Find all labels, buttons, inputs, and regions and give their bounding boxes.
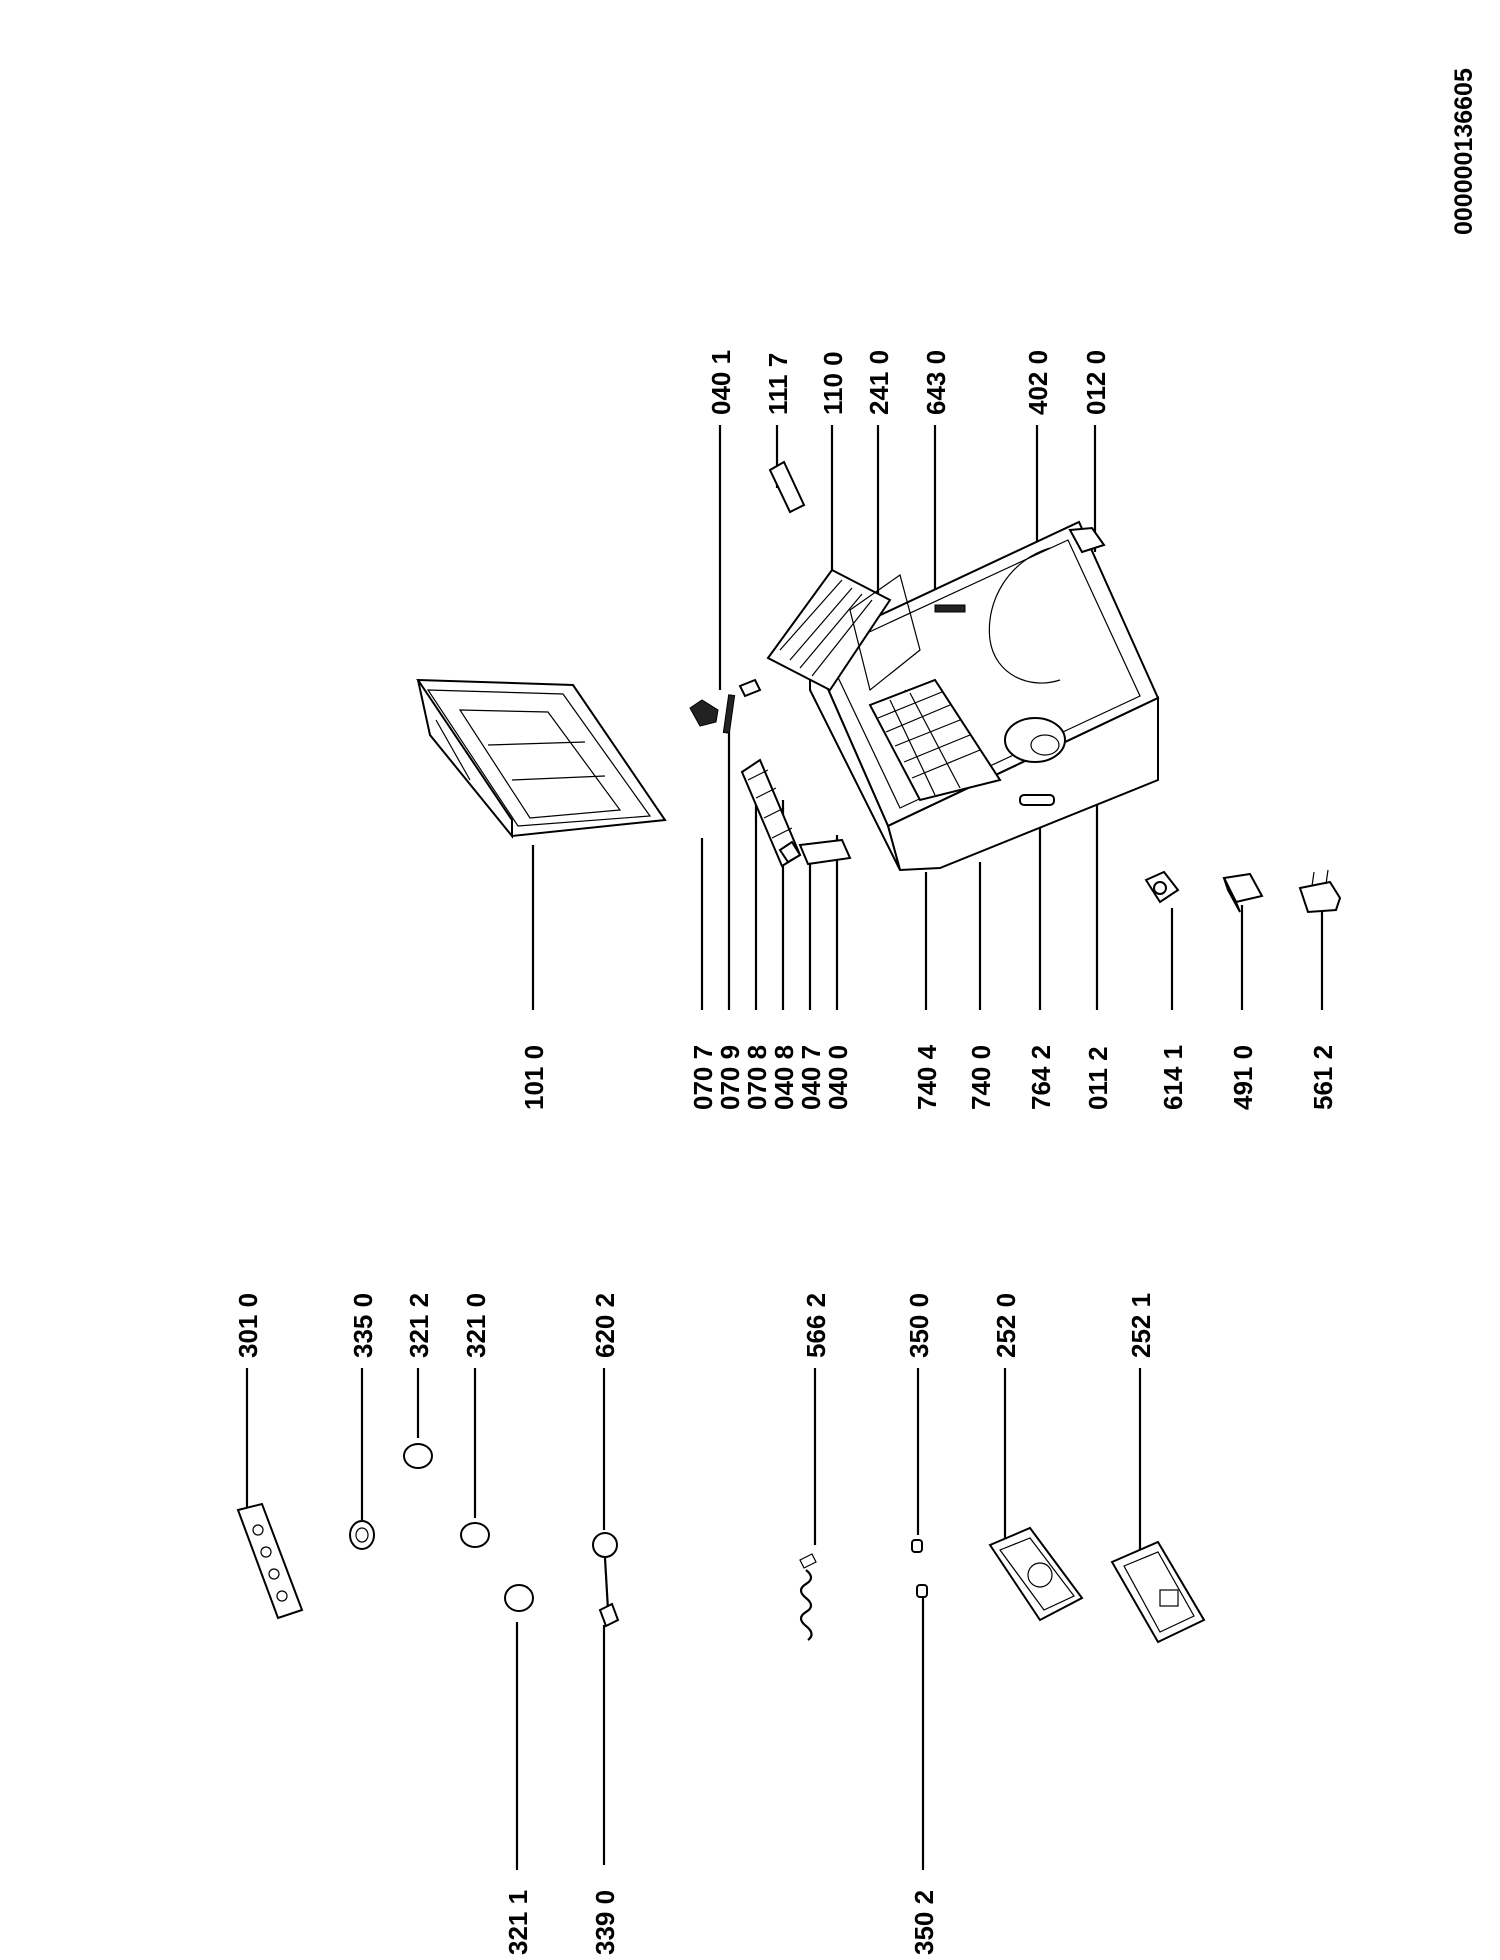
- control-panel: [236, 1502, 304, 1620]
- pins: [911, 1539, 928, 1598]
- label-561-2: 561 2: [1308, 1045, 1338, 1110]
- label-011-2: 011 2: [1083, 1046, 1113, 1110]
- label-040-1: 040 1: [706, 350, 736, 415]
- small-clips: [778, 838, 852, 866]
- label-040-7: 040 7: [796, 1045, 826, 1110]
- label-740-4: 740 4: [912, 1044, 942, 1110]
- label-350-0: 350 0: [904, 1293, 934, 1358]
- door-panel: [416, 678, 667, 839]
- label-241-0: 241 0: [864, 350, 894, 415]
- label-321-0: 321 0: [461, 1293, 491, 1358]
- label-111-7: 111 7: [763, 353, 793, 415]
- label-620-2: 620 2: [590, 1293, 620, 1358]
- label-566-2: 566 2: [801, 1293, 831, 1358]
- label-101-0: 101 0: [519, 1045, 549, 1110]
- label-614-1: 614 1: [1158, 1045, 1188, 1110]
- relay-housing: [1110, 1540, 1206, 1644]
- label-321-1: 321 1: [503, 1890, 533, 1955]
- label-070-7: 070 7: [688, 1045, 718, 1110]
- label-491-0: 491 0: [1228, 1045, 1258, 1110]
- label-110-0: 110 0: [818, 351, 848, 415]
- part-labels: 101 0 070 7 070 9 070 8 040 8 040 7 040 …: [233, 350, 1338, 1955]
- label-764-2: 764 2: [1026, 1045, 1056, 1110]
- cabinet-body: [766, 520, 1160, 872]
- label-643-0: 643 0: [921, 350, 951, 415]
- label-070-9: 070 9: [715, 1045, 745, 1110]
- small-knobs: [349, 1443, 620, 1628]
- label-252-0: 252 0: [991, 1293, 1021, 1358]
- label-740-0: 740 0: [966, 1045, 996, 1110]
- label-402-0: 402 0: [1023, 350, 1053, 415]
- label-252-1: 252 1: [1126, 1293, 1156, 1358]
- label-335-0: 335 0: [348, 1293, 378, 1358]
- label-301-0: 301 0: [233, 1293, 263, 1358]
- document-id: 000000136605: [1450, 68, 1478, 235]
- label-040-8: 040 8: [769, 1045, 799, 1110]
- label-012-0: 012 0: [1081, 350, 1111, 415]
- handle-part: [768, 460, 806, 514]
- label-339-0: 339 0: [590, 1890, 620, 1955]
- label-321-2: 321 2: [404, 1293, 434, 1358]
- label-040-0: 040 0: [823, 1045, 853, 1110]
- spring-part: [799, 1553, 817, 1641]
- relay-box: [988, 1526, 1084, 1622]
- label-070-8: 070 8: [742, 1045, 772, 1110]
- loose-parts-right: [1144, 869, 1342, 914]
- leader-lines: [245, 425, 1324, 1870]
- label-350-2: 350 2: [909, 1890, 939, 1955]
- hinge-parts-top: [689, 678, 762, 734]
